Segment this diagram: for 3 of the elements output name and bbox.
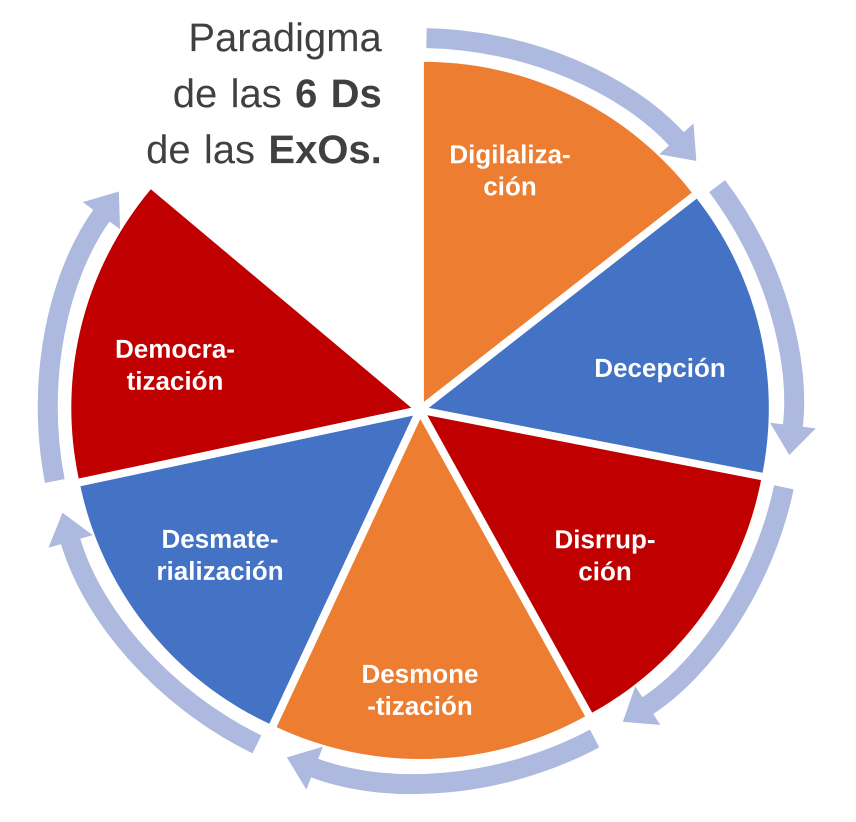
pie-wedge: Decepción (428, 198, 769, 473)
title: Paradigma de las 6 Ds de las ExOs. (148, 22, 382, 164)
pie-wedge: Democra- tización (71, 189, 412, 478)
